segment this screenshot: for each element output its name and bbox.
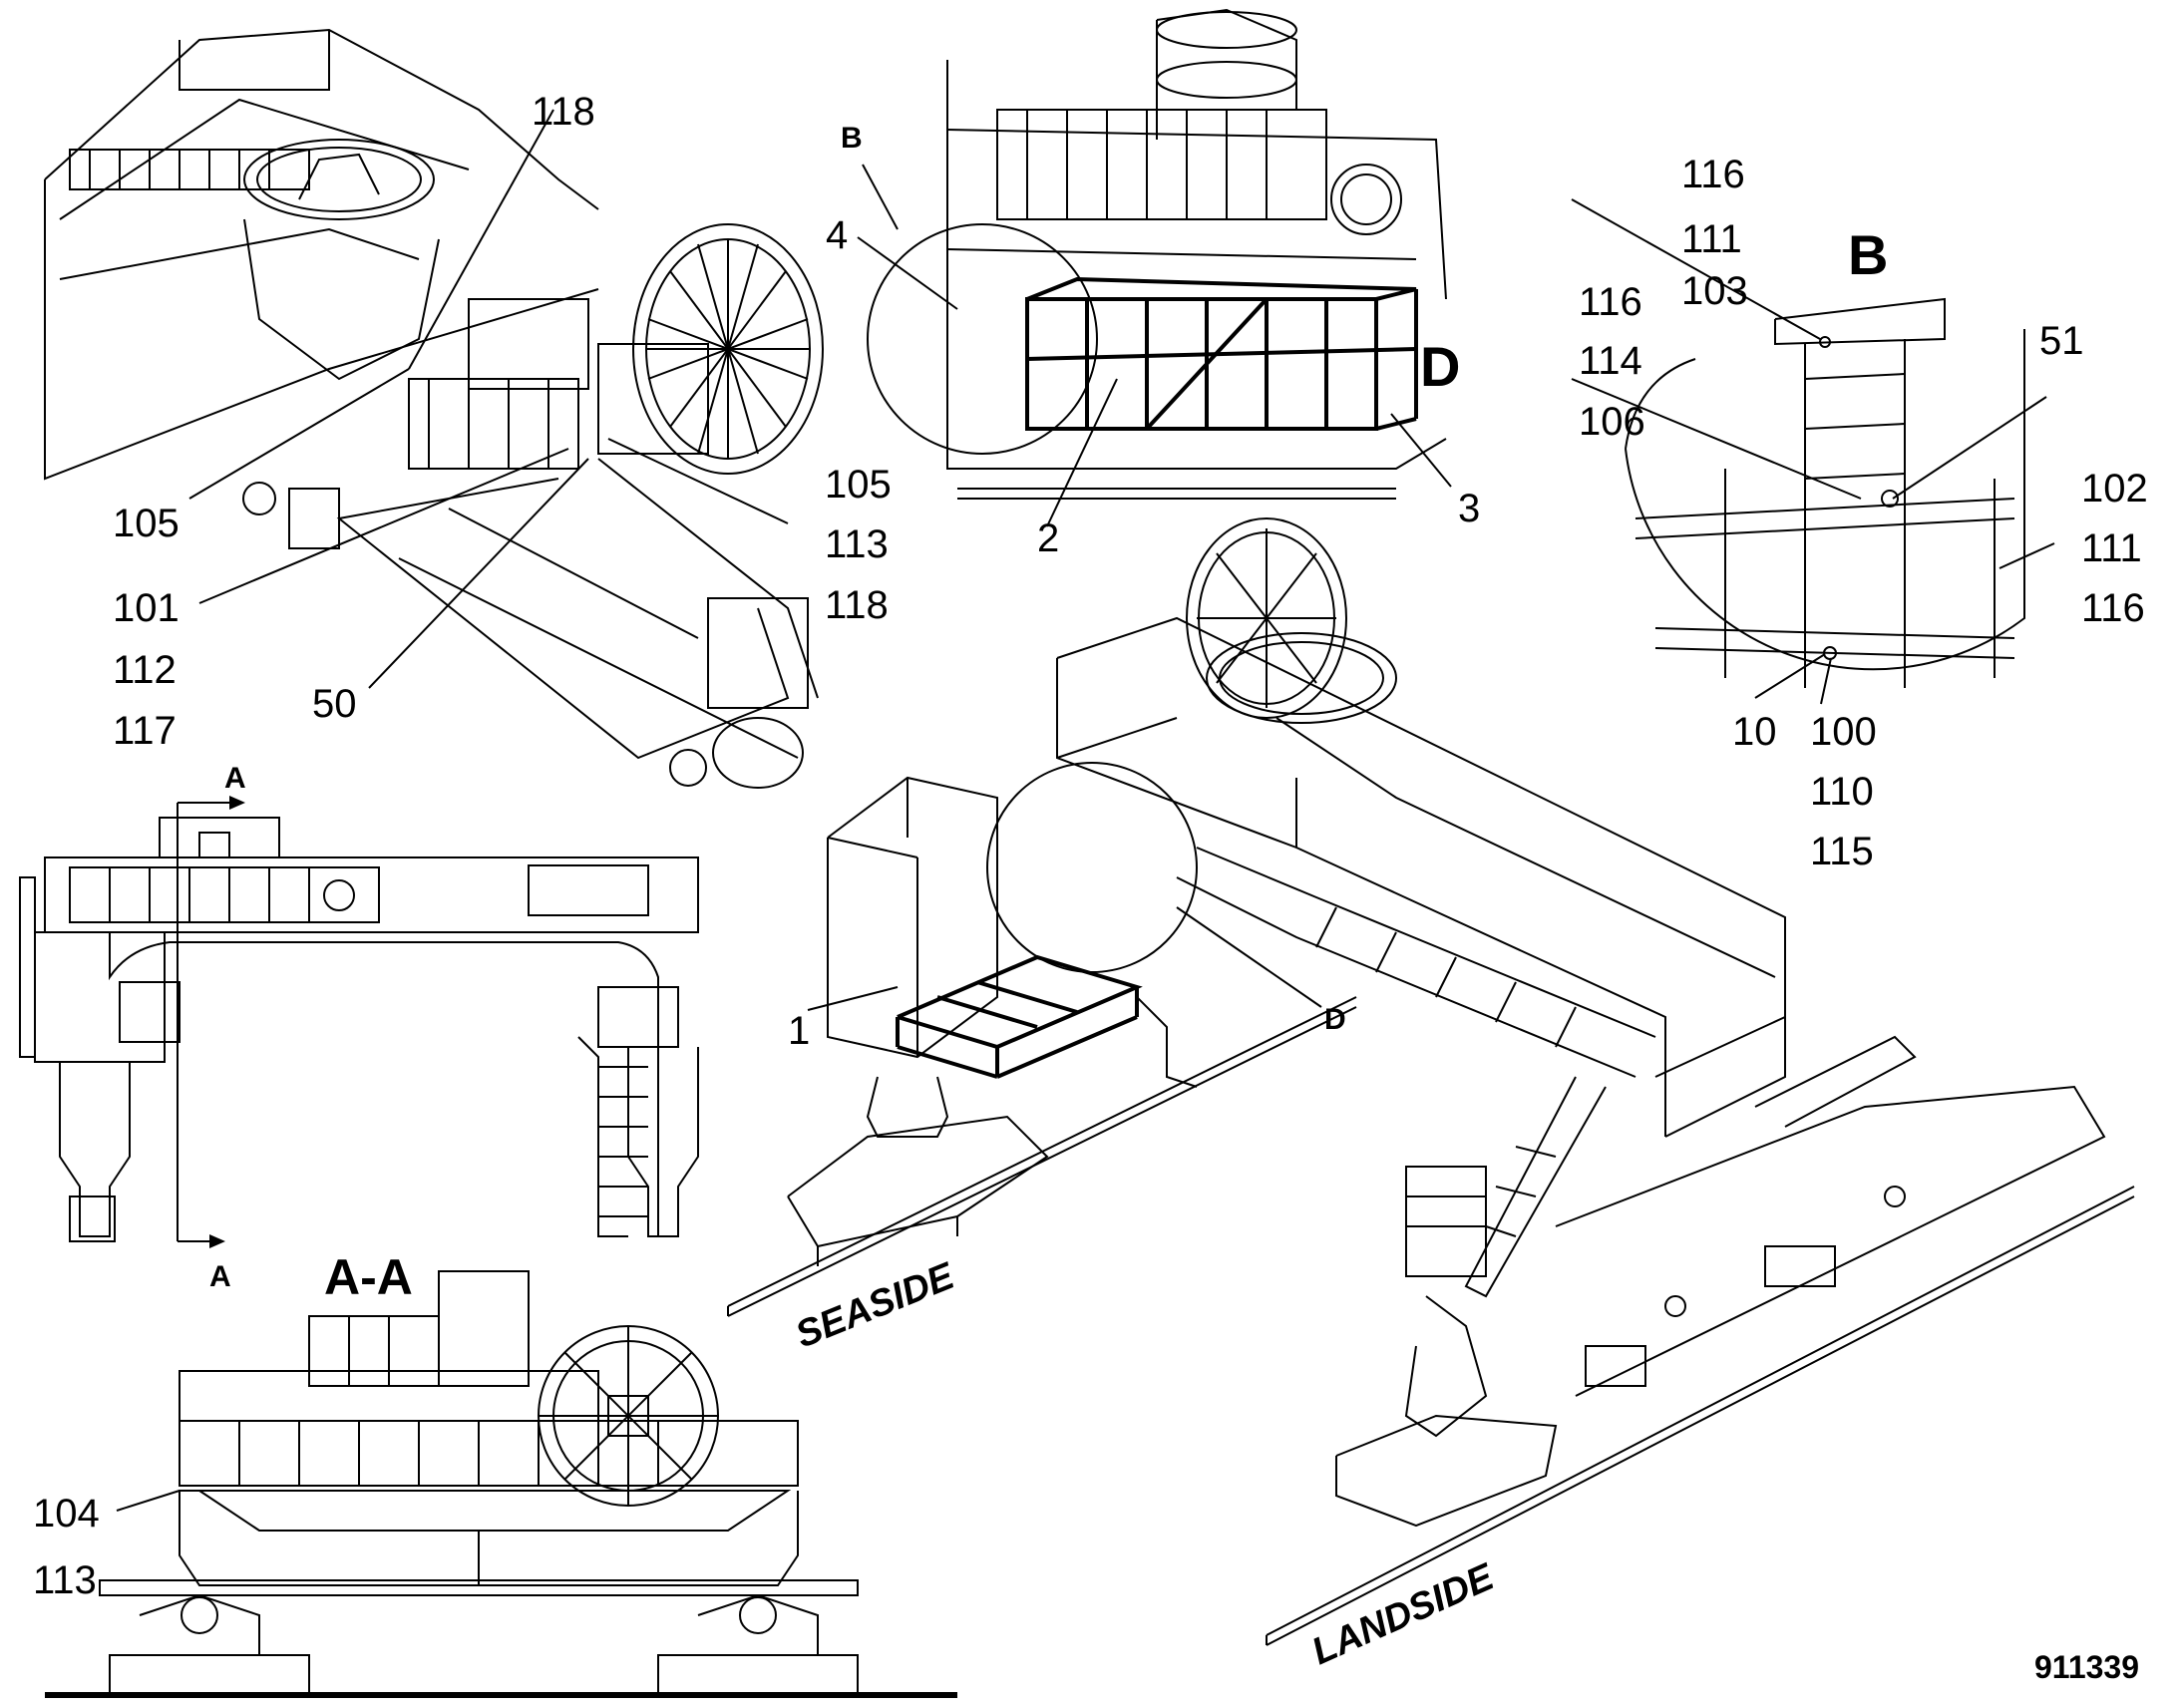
section-aa-view <box>45 1270 957 1698</box>
callout-101: 101 <box>113 586 180 630</box>
section-a-top-marker: A <box>224 762 246 795</box>
callout-113: 113 <box>825 522 889 566</box>
top-left-iso-view <box>44 28 824 789</box>
callout-114: 114 <box>1579 339 1642 383</box>
left-front-view <box>19 796 699 1248</box>
top-right-detail-b <box>1625 297 2025 688</box>
callout-100: 100 <box>1810 710 1877 754</box>
callout-51: 51 <box>2039 319 2084 363</box>
callout-2: 2 <box>1037 516 1060 560</box>
detail-b-marker: B <box>841 122 863 155</box>
callout-50: 50 <box>312 682 357 726</box>
callout-110: 110 <box>1810 770 1874 814</box>
callout-113-aa: 113 <box>33 1558 97 1602</box>
callout-116c: 116 <box>2081 586 2145 630</box>
detail-d-title: D <box>1420 335 1461 398</box>
callout-102: 102 <box>2081 467 2148 511</box>
detail-b-title: B <box>1848 223 1889 286</box>
callout-104: 104 <box>33 1492 100 1536</box>
callout-112: 112 <box>113 648 177 692</box>
main-iso-view <box>727 517 2135 1646</box>
callout-116a: 116 <box>1681 153 1745 196</box>
callout-118b: 118 <box>825 583 889 627</box>
detail-d-marker: D <box>1324 1003 1346 1036</box>
callout-117: 117 <box>113 709 177 753</box>
callout-103: 103 <box>1681 269 1748 313</box>
section-aa-title: A-A <box>324 1249 413 1305</box>
callout-118: 118 <box>532 90 595 134</box>
callout-1: 1 <box>788 1009 811 1053</box>
section-a-bottom-marker: A <box>209 1260 231 1293</box>
callout-111b: 111 <box>2081 526 2142 570</box>
figure-number: 911339 <box>2034 1649 2140 1685</box>
callout-4: 4 <box>826 213 849 257</box>
leader-lines <box>116 109 2055 1512</box>
callout-105: 105 <box>113 502 180 545</box>
callout-106: 106 <box>1579 400 1645 444</box>
callout-115: 115 <box>1810 830 1874 873</box>
callout-105b: 105 <box>825 463 892 507</box>
callout-111a: 111 <box>1681 217 1742 261</box>
callout-10: 10 <box>1732 710 1777 754</box>
callout-3: 3 <box>1458 487 1481 530</box>
callout-116b: 116 <box>1579 280 1642 324</box>
top-center-detail-d <box>867 8 1447 500</box>
